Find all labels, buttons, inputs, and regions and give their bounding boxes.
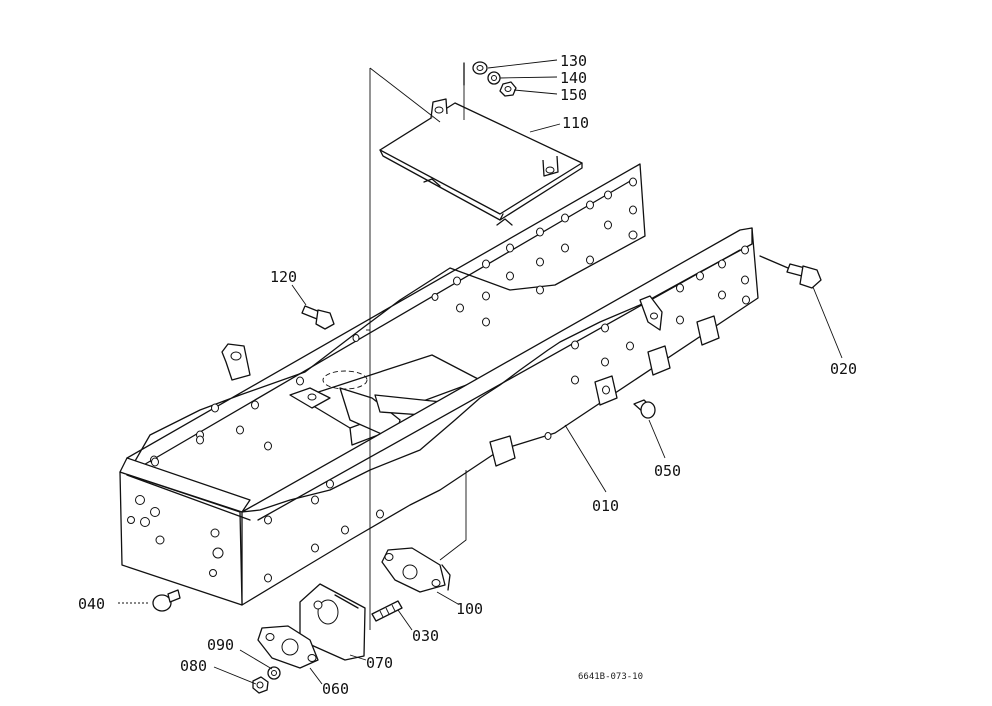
label-050: 050 (654, 462, 681, 480)
label-140: 140 (560, 69, 587, 87)
flange-070 (299, 583, 366, 661)
drawing-code: 6641B-073-10 (578, 672, 643, 682)
frame-010 (119, 163, 759, 606)
label-020: 020 (830, 360, 857, 378)
label-100: 100 (456, 600, 483, 618)
gasket-100 (381, 547, 451, 593)
label-120: 120 (270, 268, 297, 286)
label-110: 110 (562, 114, 589, 132)
bolt-020 (759, 255, 822, 289)
label-130: 130 (560, 52, 587, 70)
label-040: 040 (78, 595, 105, 613)
part-labels: 130 140 150 110 120 020 050 010 040 100 … (78, 52, 857, 698)
plug-050 (633, 399, 656, 419)
assembly-guide-lines (366, 63, 467, 630)
cover-plate-110 (379, 98, 583, 226)
label-010: 010 (592, 497, 619, 515)
gasket-060 (257, 625, 319, 669)
label-090: 090 (207, 636, 234, 654)
washers-and-nut (463, 61, 517, 97)
label-060: 060 (322, 680, 349, 698)
bolt-120 (301, 305, 335, 330)
label-080: 080 (180, 657, 207, 675)
stud-030 (371, 600, 403, 622)
label-030: 030 (412, 627, 439, 645)
plug-040 (152, 589, 181, 612)
leader-lines (118, 59, 843, 685)
label-150: 150 (560, 86, 587, 104)
washer-090-nut-080 (252, 666, 281, 694)
label-070: 070 (366, 654, 393, 672)
